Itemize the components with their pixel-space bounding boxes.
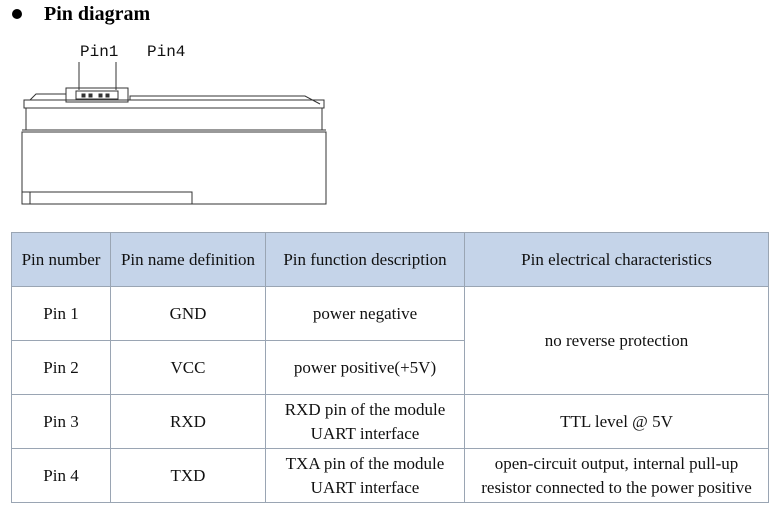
cell-pin-function: power positive(+5V) <box>265 340 465 395</box>
header-pin-number: Pin number <box>11 232 111 287</box>
connector-housing <box>65 87 129 103</box>
cell-pin-name: TXD <box>110 448 266 503</box>
connector-inner <box>75 90 119 100</box>
cell-pin-function: RXD pin of the module UART interface <box>265 394 465 449</box>
cell-pin-function: TXA pin of the module UART interface <box>265 448 465 503</box>
cell-electrical-pin-4: open-circuit output, internal pull-up re… <box>464 448 769 503</box>
table-row: Pin 3 RXD RXD pin of the module UART int… <box>11 394 769 449</box>
connector-pin-3 <box>98 93 103 98</box>
lower-body <box>21 131 327 205</box>
electrical-line: no reverse protection <box>544 330 689 350</box>
lower-step <box>22 191 193 204</box>
cell-pin-number: Pin 3 <box>11 394 111 449</box>
electrical-line: open-circuit output, internal pull-up <box>494 453 739 473</box>
electrical-line: TTL level @ 5V <box>560 411 673 431</box>
table-row: Pin 2 VCC power positive(+5V) <box>11 340 769 395</box>
function-line: UART interface <box>310 423 420 443</box>
function-line: RXD pin of the module <box>284 399 446 419</box>
header-pin-electrical: Pin electrical characteristics <box>464 232 769 287</box>
section-title: Pin diagram <box>44 2 151 25</box>
cell-pin-number: Pin 4 <box>11 448 111 503</box>
function-line: TXA pin of the module <box>285 453 445 473</box>
cell-pin-number: Pin 1 <box>11 286 111 341</box>
function-line: UART interface <box>310 477 420 497</box>
bullet-icon <box>12 9 22 19</box>
table-row: Pin 1 GND power negative no reverse prot… <box>11 286 769 395</box>
header-pin-function: Pin function description <box>265 232 465 287</box>
table-row: Pin 4 TXD TXA pin of the module UART int… <box>11 448 769 503</box>
electrical-line: resistor connected to the power positive <box>481 477 752 497</box>
cell-pin-name: VCC <box>110 340 266 395</box>
upper-body <box>25 107 323 131</box>
module-outline-drawing <box>21 62 327 205</box>
cell-pin-number: Pin 2 <box>11 340 111 395</box>
cell-pin-name: GND <box>110 286 266 341</box>
table-header-row: Pin number Pin name definition Pin funct… <box>11 232 769 287</box>
function-line: power positive(+5V) <box>293 357 437 377</box>
pin1-label: Pin1 <box>80 43 119 61</box>
header-pin-name: Pin name definition <box>110 232 266 287</box>
pin4-label: Pin4 <box>147 43 186 61</box>
connector-pin-1 <box>81 93 86 98</box>
connector-pin-4 <box>105 93 110 98</box>
cell-pin-name: RXD <box>110 394 266 449</box>
cell-pin-function: power negative <box>265 286 465 341</box>
top-plate <box>23 99 325 109</box>
pin-table: Pin number Pin name definition Pin funct… <box>11 232 769 503</box>
function-line: power negative <box>312 303 418 323</box>
cell-electrical-pins-1-2: no reverse protection <box>464 286 769 395</box>
cell-electrical-pin-3: TTL level @ 5V <box>464 394 769 449</box>
section-heading: Pin diagram <box>12 2 150 26</box>
connector-pin-2 <box>88 93 93 98</box>
pin-diagram: Pin1 Pin4 <box>0 30 340 210</box>
